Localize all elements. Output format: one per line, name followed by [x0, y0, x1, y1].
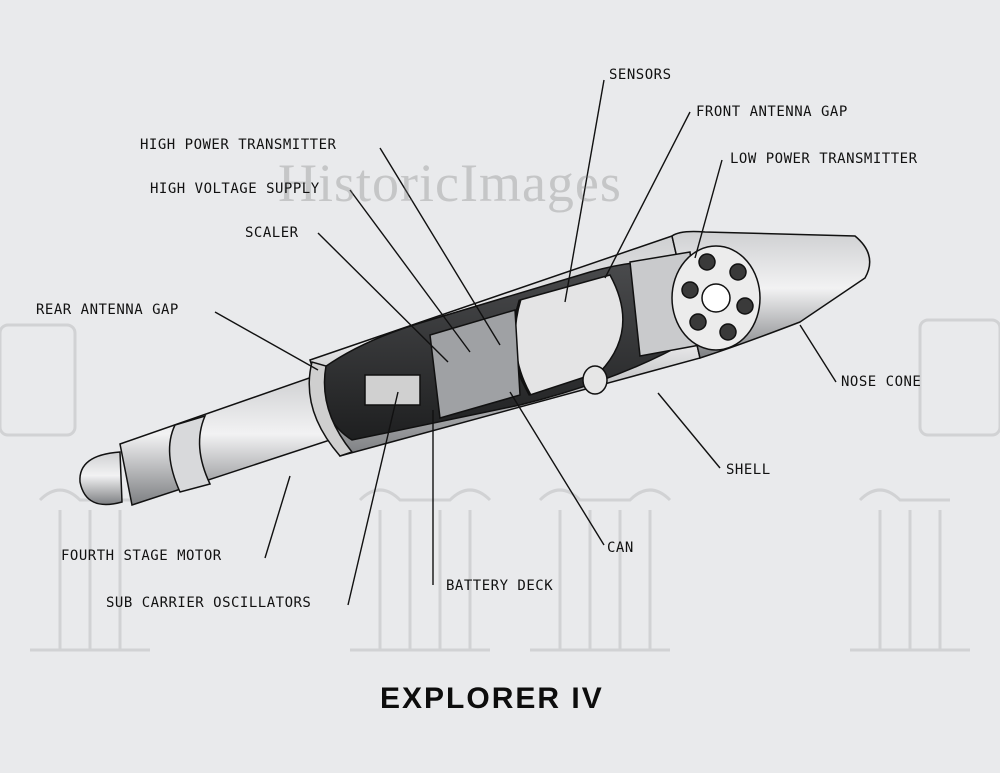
label-front-antenna-gap: FRONT ANTENNA GAP [696, 104, 848, 120]
label-scaler: SCALER [245, 225, 299, 241]
battery-deck [429, 309, 521, 419]
label-battery-deck: BATTERY DECK [446, 578, 554, 594]
label-shell: SHELL [726, 462, 771, 478]
leader-lines [214, 79, 837, 606]
label-sensors: SENSORS [609, 67, 672, 83]
label-high-power-transmitter: HIGH POWER TRANSMITTER [140, 137, 337, 153]
sub-carrier-oscillator-block [364, 374, 421, 406]
label-fourth-stage-motor: FOURTH STAGE MOTOR [61, 548, 222, 564]
label-rear-antenna-gap: REAR ANTENNA GAP [36, 302, 179, 318]
label-nose-cone: NOSE CONE [841, 374, 922, 390]
label-low-power-transmitter: LOW POWER TRANSMITTER [730, 151, 918, 167]
watermark-decoration [0, 318, 1000, 652]
label-can: CAN [607, 540, 634, 556]
label-high-voltage-supply: HIGH VOLTAGE SUPPLY [150, 181, 320, 197]
diagram-title: EXPLORER IV [380, 682, 604, 715]
motor-nozzle [79, 451, 123, 506]
label-sub-carrier-oscillators: SUB CARRIER OSCILLATORS [106, 595, 312, 611]
watermark-text: HistoricImages [278, 153, 622, 213]
satellite-body [79, 230, 871, 506]
fourth-stage-motor [119, 375, 331, 506]
